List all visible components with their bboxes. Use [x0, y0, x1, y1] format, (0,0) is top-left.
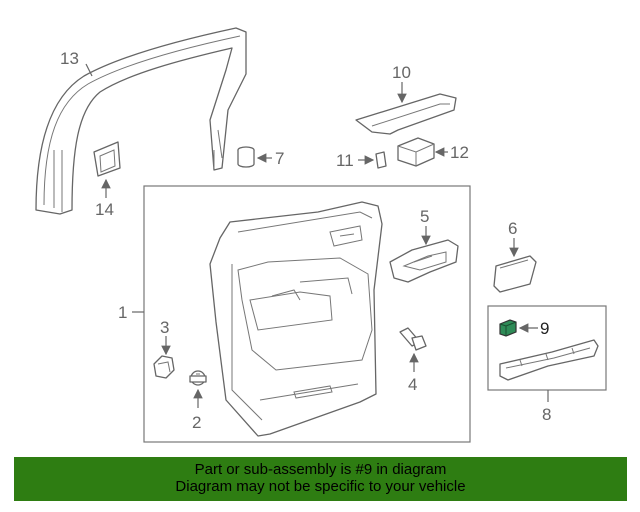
callout-4: 4 [408, 375, 417, 394]
part-2-screw[interactable] [189, 370, 207, 386]
part-4-bolt[interactable] [399, 327, 427, 351]
part-14-trim-piece[interactable] [93, 141, 121, 177]
callout-8: 8 [542, 405, 551, 424]
part-7-bumper[interactable] [237, 146, 255, 168]
banner-line-2: Diagram may not be specific to your vehi… [175, 478, 466, 495]
callout-13-leader [85, 63, 93, 77]
callout-2: 2 [192, 413, 201, 432]
part-3-nut[interactable] [153, 355, 175, 379]
callout-12: 12 [450, 143, 469, 162]
callout-7: 7 [275, 149, 284, 168]
callout-3: 3 [160, 318, 169, 337]
part-12-switch[interactable] [397, 137, 435, 167]
callout-11: 11 [336, 151, 354, 170]
callout-14: 14 [95, 200, 114, 219]
part-5-inside-handle[interactable] [389, 239, 459, 283]
callout-1: 1 [118, 303, 127, 322]
part-10-trim-panel[interactable] [355, 93, 457, 135]
part-1-door-trim-panel[interactable] [209, 201, 383, 437]
info-banner: Part or sub-assembly is #9 in diagram Di… [14, 457, 627, 501]
callout-9: 9 [540, 319, 549, 338]
callout-10: 10 [392, 63, 411, 82]
part-13-window-frame[interactable] [35, 27, 247, 215]
part-11-clip[interactable] [375, 151, 387, 169]
part-9-clip-highlighted[interactable] [499, 319, 517, 337]
part-8-pull-cup[interactable] [499, 339, 599, 381]
callout-5: 5 [420, 207, 429, 226]
part-1-box [143, 185, 471, 443]
parts-diagram: 13 14 7 10 12 11 1 [35, 27, 607, 443]
part-6-cover[interactable] [493, 255, 537, 293]
part-8-box [487, 305, 607, 391]
callout-13: 13 [60, 49, 79, 68]
callout-6: 6 [508, 219, 517, 238]
banner-line-1: Part or sub-assembly is #9 in diagram [194, 461, 447, 478]
